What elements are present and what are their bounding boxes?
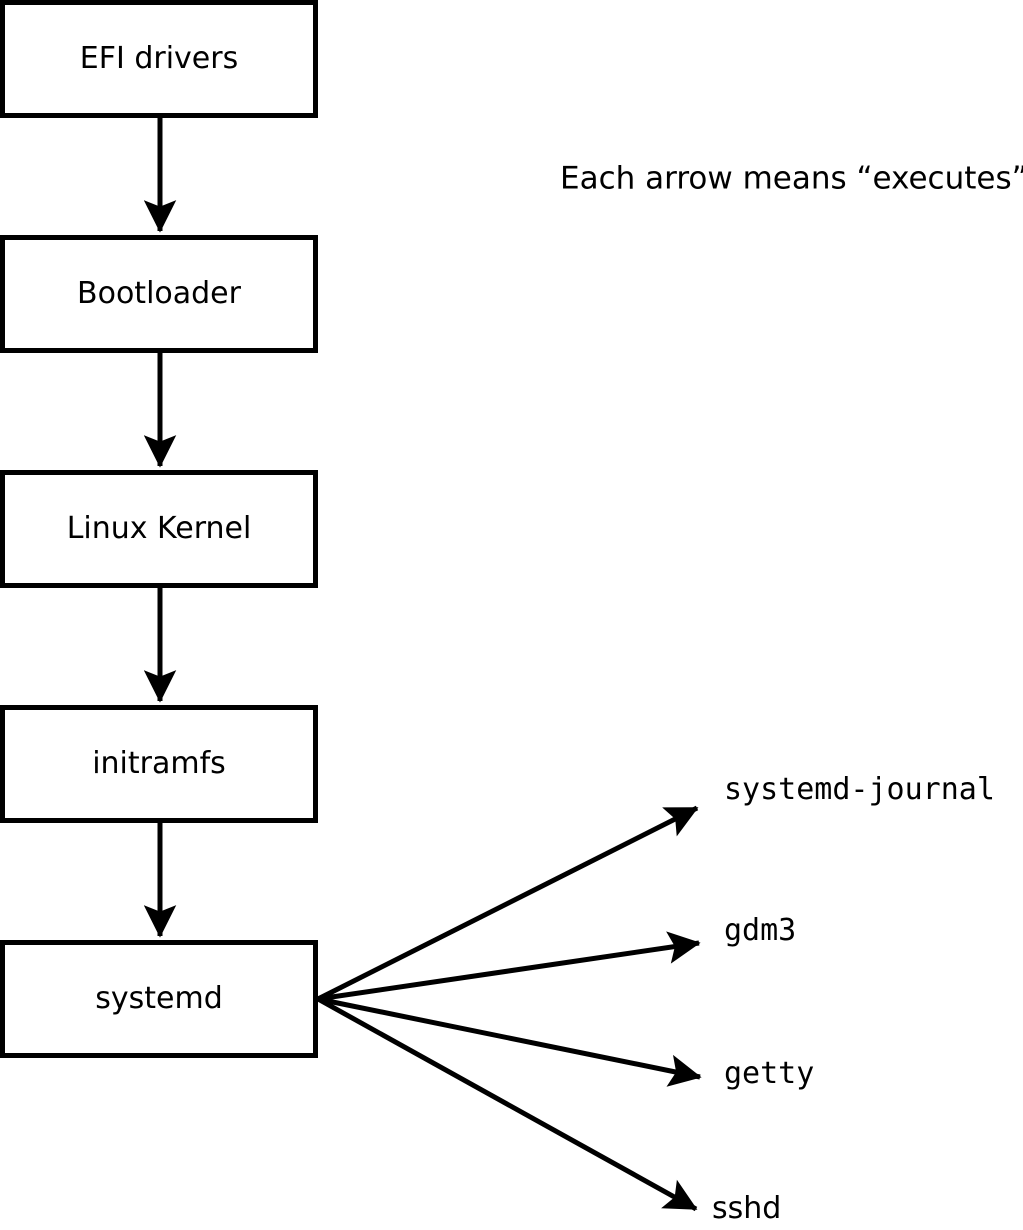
node-efi-drivers: EFI drivers [0, 0, 318, 118]
node-initramfs: initramfs [0, 705, 318, 823]
label-sshd: sshd [712, 1191, 782, 1226]
node-linux-kernel: Linux Kernel [0, 470, 318, 588]
label-systemd-journal: systemd-journal [724, 772, 995, 807]
node-bootloader-label: Bootloader [77, 276, 241, 311]
label-gdm3: gdm3 [724, 913, 797, 948]
label-getty: getty [724, 1056, 815, 1091]
arrow-systemd-to-gdm3-icon [317, 931, 701, 1002]
node-systemd: systemd [0, 940, 318, 1058]
node-initramfs-label: initramfs [92, 746, 226, 781]
node-bootloader: Bootloader [0, 235, 318, 353]
node-systemd-label: systemd [95, 981, 223, 1016]
arrow-systemd-to-getty-icon [317, 996, 702, 1087]
node-linux-kernel-label: Linux Kernel [66, 511, 252, 546]
arrow-systemd-to-journal-icon [316, 805, 699, 1002]
node-efi-drivers-label: EFI drivers [79, 41, 239, 76]
arrow-systemd-to-sshd-icon [316, 996, 698, 1212]
legend-note: Each arrow means “executes”. [560, 160, 1023, 197]
